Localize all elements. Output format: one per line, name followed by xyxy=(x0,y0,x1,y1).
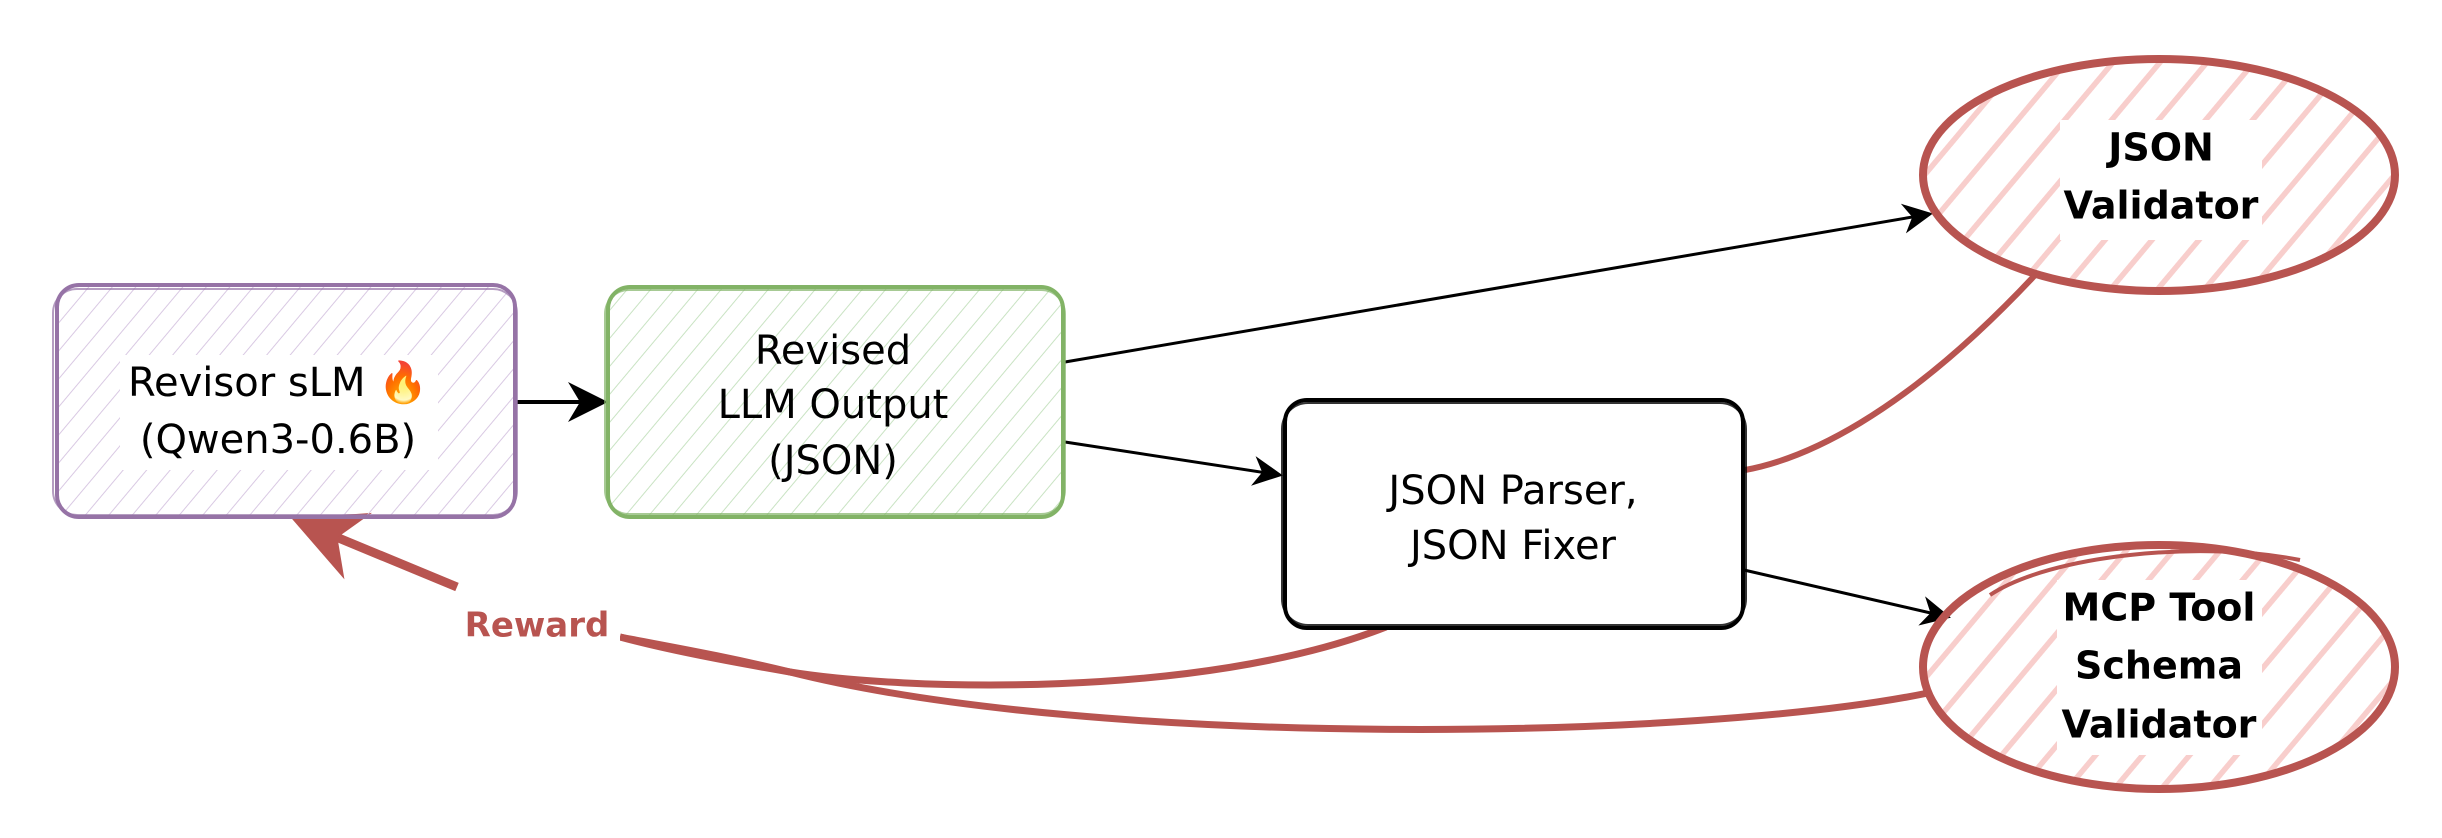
node-mcp-validator-label-line1: MCP Tool xyxy=(2063,586,2256,630)
edge-reward-upper-curve xyxy=(619,623,1388,689)
node-mcp-validator-label-line3: Validator xyxy=(2062,703,2257,747)
node-output-label-line3: (JSON) xyxy=(768,438,898,484)
node-revisor-label-line2: (Qwen3-0.6B) xyxy=(140,417,416,463)
reward-edges: Reward xyxy=(291,270,2040,733)
reward-label-bg xyxy=(455,600,620,650)
edge-mcp-validator-reward xyxy=(619,633,1929,733)
node-mcp-validator-sketch-stroke xyxy=(1988,549,2301,597)
flow-edges xyxy=(517,203,1951,626)
reward-label: Reward xyxy=(465,606,610,646)
node-parser-shape-sketch xyxy=(1281,402,1747,626)
node-output-shape-sketch xyxy=(604,289,1066,515)
node-json-parser[interactable]: JSON Parser, JSON Fixer xyxy=(1281,398,1747,630)
node-json-validator-label-bg xyxy=(2060,120,2262,240)
node-parser-shape xyxy=(1283,398,1745,630)
node-revised-llm-output[interactable]: Revised LLM Output (JSON) xyxy=(604,285,1066,519)
edge-parser-to-mcp-validator xyxy=(1743,568,1951,626)
node-output-label-line2: LLM Output xyxy=(718,382,949,428)
reward-arrow xyxy=(291,512,459,592)
node-revisor-label-bg xyxy=(120,355,438,470)
node-parser-label-line1: JSON Parser, xyxy=(1385,468,1637,514)
node-revisor-label-line1: Revisor sLM 🔥 xyxy=(128,359,428,406)
node-mcp-validator-label-bg xyxy=(2057,580,2262,755)
edge-json-validator-to-parser-reward xyxy=(1744,270,2040,473)
node-json-validator-label-line2: Validator xyxy=(2064,184,2259,228)
edge-output-to-parser xyxy=(1064,440,1283,486)
node-mcp-tool-schema-validator[interactable]: MCP Tool Schema Validator xyxy=(1919,541,2399,793)
node-mcp-validator-label-line2: Schema xyxy=(2075,644,2243,688)
node-revisor-shape-sketch xyxy=(52,288,518,516)
node-json-validator-label-line1: JSON xyxy=(2105,126,2214,170)
edge-output-to-json-validator xyxy=(1064,203,1933,364)
node-revisor-slm[interactable]: Revisor sLM 🔥 (Qwen3-0.6B) xyxy=(52,283,518,519)
node-json-validator[interactable]: JSON Validator xyxy=(1919,55,2399,295)
node-parser-label-line2: JSON Fixer xyxy=(1407,523,1617,569)
node-output-shape xyxy=(606,285,1065,519)
node-output-label-line1: Revised xyxy=(755,328,911,374)
